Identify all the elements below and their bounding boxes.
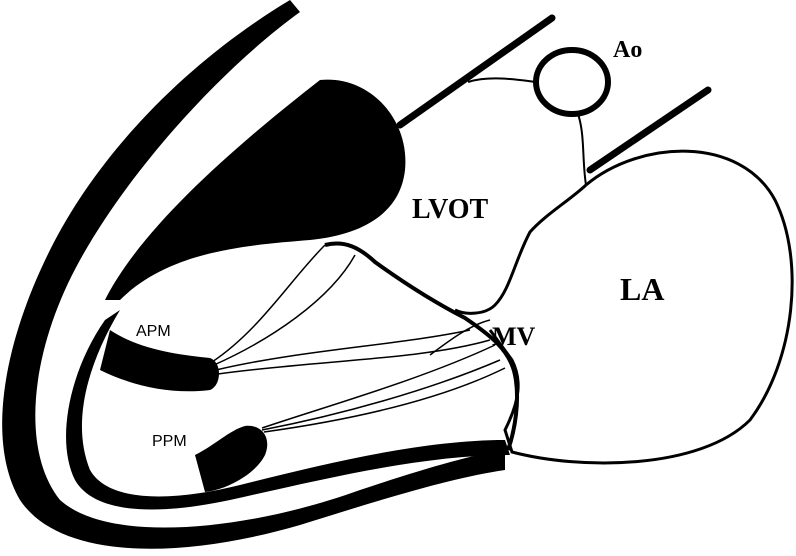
aorto-mitral-curtain bbox=[468, 78, 586, 185]
label-lvot: LVOT bbox=[412, 194, 489, 225]
label-ao: Ao bbox=[613, 37, 642, 63]
chordae-tendineae-posterior bbox=[262, 320, 505, 432]
left-atrium-outline bbox=[490, 151, 792, 463]
aortic-wall-line-upper bbox=[400, 18, 552, 125]
aorta-circle bbox=[536, 50, 608, 114]
aortic-wall-line-lower bbox=[590, 90, 708, 170]
label-mv: MV bbox=[492, 322, 536, 351]
label-la: LA bbox=[620, 271, 664, 307]
label-apm: APM bbox=[136, 323, 171, 340]
label-ppm: PPM bbox=[152, 433, 187, 450]
